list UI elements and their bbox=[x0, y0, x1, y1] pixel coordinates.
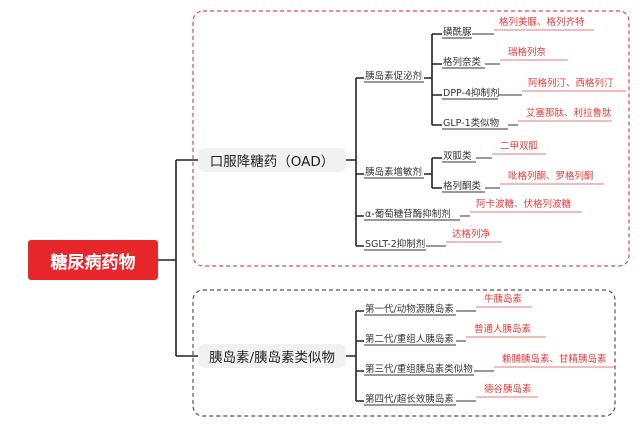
oad-frame bbox=[192, 10, 630, 267]
oad-connector bbox=[346, 77, 364, 247]
node-secretagogue: 胰岛素促泌剂 bbox=[365, 71, 423, 82]
node-gen2: 第二代/重组人胰岛素 bbox=[365, 334, 454, 345]
node-underline bbox=[364, 81, 460, 251]
node-sglt2: SGLT-2抑制剂 bbox=[365, 239, 426, 250]
secretagogue-connector bbox=[424, 33, 442, 126]
branch-insulin-label: 胰岛素/胰岛素类似物 bbox=[208, 350, 336, 366]
leaf-gen3: 赖脯胰岛素、甘精胰岛素 bbox=[502, 354, 607, 365]
root-connector bbox=[158, 159, 198, 357]
leaf-connector bbox=[456, 310, 494, 402]
node-gen3: 第三代/重组胰岛素类似物 bbox=[365, 364, 473, 375]
leaf-underline bbox=[492, 29, 626, 185]
node-glinide: 格列奈类 bbox=[443, 57, 482, 68]
leaf-glinide: 瑞格列奈 bbox=[508, 47, 547, 58]
leaf-connector bbox=[472, 33, 522, 189]
leaf-gen4: 德谷胰岛素 bbox=[484, 384, 532, 395]
branch-oad: 口服降糖药（OAD） bbox=[198, 148, 346, 172]
leaf-sulfonylurea: 格列美脲、格列齐特 bbox=[499, 17, 585, 28]
leaf-connector bbox=[426, 215, 470, 247]
node-dpp4: DPP-4抑制剂 bbox=[443, 88, 500, 99]
node-underline bbox=[364, 314, 474, 406]
node-gen4: 第四代/超长效胰岛素 bbox=[365, 394, 454, 405]
node-sensitizer: 胰岛素增敏剂 bbox=[365, 167, 423, 178]
node-glitazone: 格列酮类 bbox=[443, 181, 482, 192]
root-label: 糖尿病药物 bbox=[50, 252, 136, 273]
leaf-glitazone: 吡格列酮、罗格列酮 bbox=[508, 171, 594, 182]
sensitizer-connector bbox=[424, 157, 442, 189]
root-node: 糖尿病药物 bbox=[28, 240, 158, 280]
leaf-dpp4: 阿格列汀、西格列汀 bbox=[528, 78, 614, 89]
node-gen1: 第一代/动物源胰岛素 bbox=[365, 304, 454, 315]
insulin-connector bbox=[346, 310, 364, 402]
leaf-alpha-glucosidase: 阿卡波糖、伏格列波糖 bbox=[476, 199, 572, 210]
insulin-frame bbox=[192, 289, 616, 417]
branch-oad-label: 口服降糖药（OAD） bbox=[209, 154, 335, 170]
node-sulfonylurea: 磺酰脲 bbox=[443, 27, 472, 38]
leaf-sglt2: 达格列净 bbox=[452, 229, 491, 240]
leaf-biguanide: 二甲双胍 bbox=[500, 141, 539, 152]
branch-insulin: 胰岛素/胰岛素类似物 bbox=[198, 344, 346, 368]
node-biguanide: 双胍类 bbox=[443, 151, 472, 162]
leaf-gen2: 普通人胰岛素 bbox=[474, 324, 532, 335]
leaf-gen1: 牛胰岛素 bbox=[484, 294, 523, 305]
node-underline bbox=[442, 37, 508, 193]
node-glp1: GLP-1类似物 bbox=[443, 118, 500, 129]
leaf-glp1: 艾塞那肽、利拉鲁肽 bbox=[526, 108, 612, 119]
leaf-underline bbox=[446, 211, 582, 243]
node-alpha-glucosidase: α-葡萄糖苷酶抑制剂 bbox=[365, 209, 451, 220]
leaf-underline bbox=[466, 306, 616, 398]
